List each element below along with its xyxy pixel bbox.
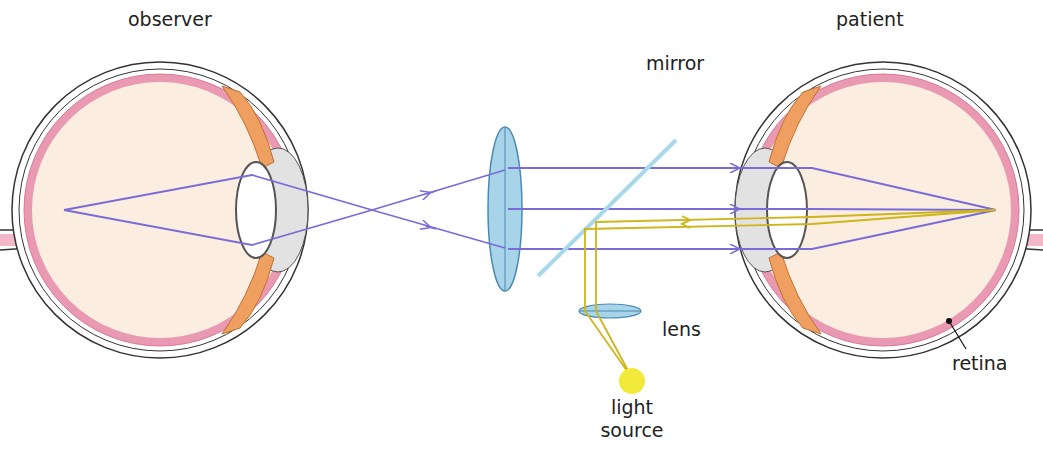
part-label: mirror	[646, 52, 736, 75]
part-label: retina	[952, 352, 1032, 375]
part-label: lens	[662, 318, 732, 341]
part-label: patient	[836, 8, 956, 31]
part-label: light source	[595, 396, 669, 442]
part-label: observer	[128, 8, 248, 31]
